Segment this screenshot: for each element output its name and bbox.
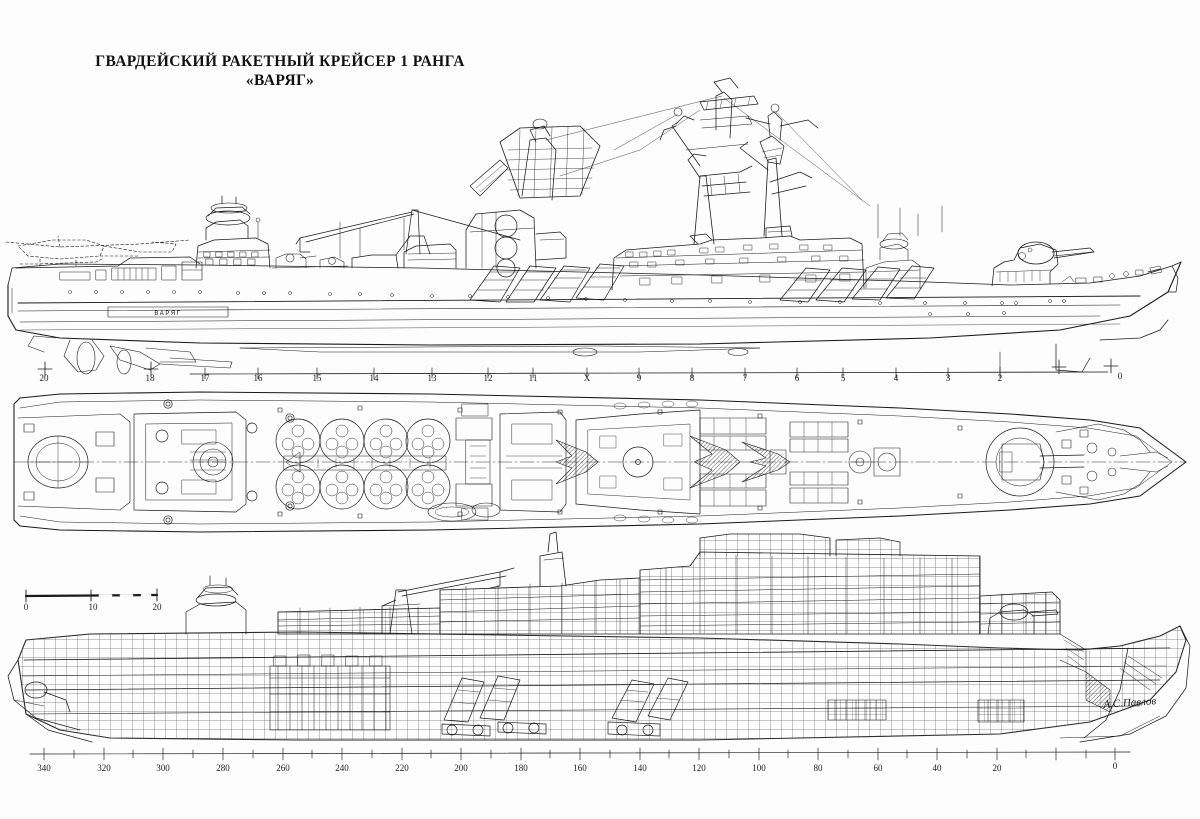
- station-label: 5: [841, 373, 846, 383]
- vls-launchers: [275, 418, 451, 510]
- deck-crane: [295, 209, 521, 256]
- station-label: 13: [428, 373, 438, 383]
- station-label: 20: [40, 373, 50, 383]
- structure-crane: [381, 567, 515, 635]
- mast-plan: [555, 435, 791, 489]
- scale-bar-label: 20: [153, 602, 163, 612]
- view-structure: [7, 531, 1191, 743]
- frame-label: 180: [514, 763, 528, 773]
- frame-label: 120: [692, 763, 706, 773]
- helicopter-outline: [5, 235, 191, 267]
- station-label: 15: [313, 373, 323, 383]
- frame-label: 320: [97, 763, 111, 773]
- frame-label: 260: [276, 763, 290, 773]
- station-label: 8: [690, 373, 695, 383]
- main-gun-plan: [985, 427, 1085, 497]
- frame-label: 60: [874, 763, 884, 773]
- frame-axis: [29, 747, 1131, 761]
- frame-label: 220: [395, 763, 409, 773]
- aft-radar: [205, 195, 251, 241]
- station-label: 16: [254, 373, 264, 383]
- station-label: 0: [1118, 371, 1123, 381]
- funnel: [465, 209, 567, 278]
- station-label: 12: [484, 373, 493, 383]
- title-block: ГВАРДЕЙСКИЙ РАКЕТНЫЙ КРЕЙСЕР 1 РАНГА «ВА…: [0, 52, 560, 91]
- hull-name-marking: ВАРЯГ: [154, 311, 181, 317]
- frame-label: 200: [454, 763, 468, 773]
- main-gun-turret: [991, 241, 1095, 287]
- station-label: 14: [370, 373, 380, 383]
- frame-labels: 340 320 300 280 260 240 220 200 180 160 …: [37, 761, 1118, 773]
- stern-running-gear: [27, 335, 233, 375]
- station-label: 3: [946, 373, 951, 383]
- ship-name-title: «ВАРЯГ»: [245, 72, 315, 89]
- frame-label: 160: [573, 763, 587, 773]
- frame-label: 300: [156, 763, 170, 773]
- frame-label: 240: [335, 763, 349, 773]
- frame-label: 0: [1113, 761, 1118, 771]
- view-profile: [5, 77, 1182, 375]
- scale-bar-graphic: [24, 588, 159, 603]
- foremast: [659, 77, 759, 245]
- frame-label: 40: [933, 763, 943, 773]
- station-label: 7: [743, 373, 748, 383]
- scale-bar-labels: 0 10 20: [24, 602, 162, 612]
- station-label: X: [584, 373, 591, 383]
- scale-bar-label: 10: [89, 602, 99, 612]
- draftsman-signature: А.С.Павлов: [1102, 695, 1157, 711]
- view-plan: [13, 391, 1187, 533]
- page-title: ГВАРДЕЙСКИЙ РАКЕТНЫЙ КРЕЙСЕР 1 РАНГА: [95, 53, 465, 70]
- scale-bar-label: 0: [24, 602, 29, 612]
- frame-label: 140: [633, 763, 647, 773]
- station-label: 18: [146, 373, 156, 383]
- station-axis: [37, 351, 1119, 380]
- station-label: 9: [637, 373, 642, 383]
- air-search-radar: [469, 118, 601, 201]
- station-label: 4: [894, 373, 899, 383]
- station-labels: 20 18 17 16 15 14 13 12 11 X 9 8 7 6 5 4…: [40, 371, 1123, 383]
- frame-label: 20: [993, 763, 1003, 773]
- station-label: 11: [529, 373, 538, 383]
- station-label: 17: [201, 373, 211, 383]
- station-label: 2: [998, 373, 1003, 383]
- bridge-superstructure: [611, 225, 865, 291]
- frame-label: 340: [37, 763, 51, 773]
- frame-label: 100: [752, 763, 766, 773]
- frame-label: 280: [216, 763, 230, 773]
- frame-label: 80: [814, 763, 824, 773]
- station-label: 6: [795, 373, 800, 383]
